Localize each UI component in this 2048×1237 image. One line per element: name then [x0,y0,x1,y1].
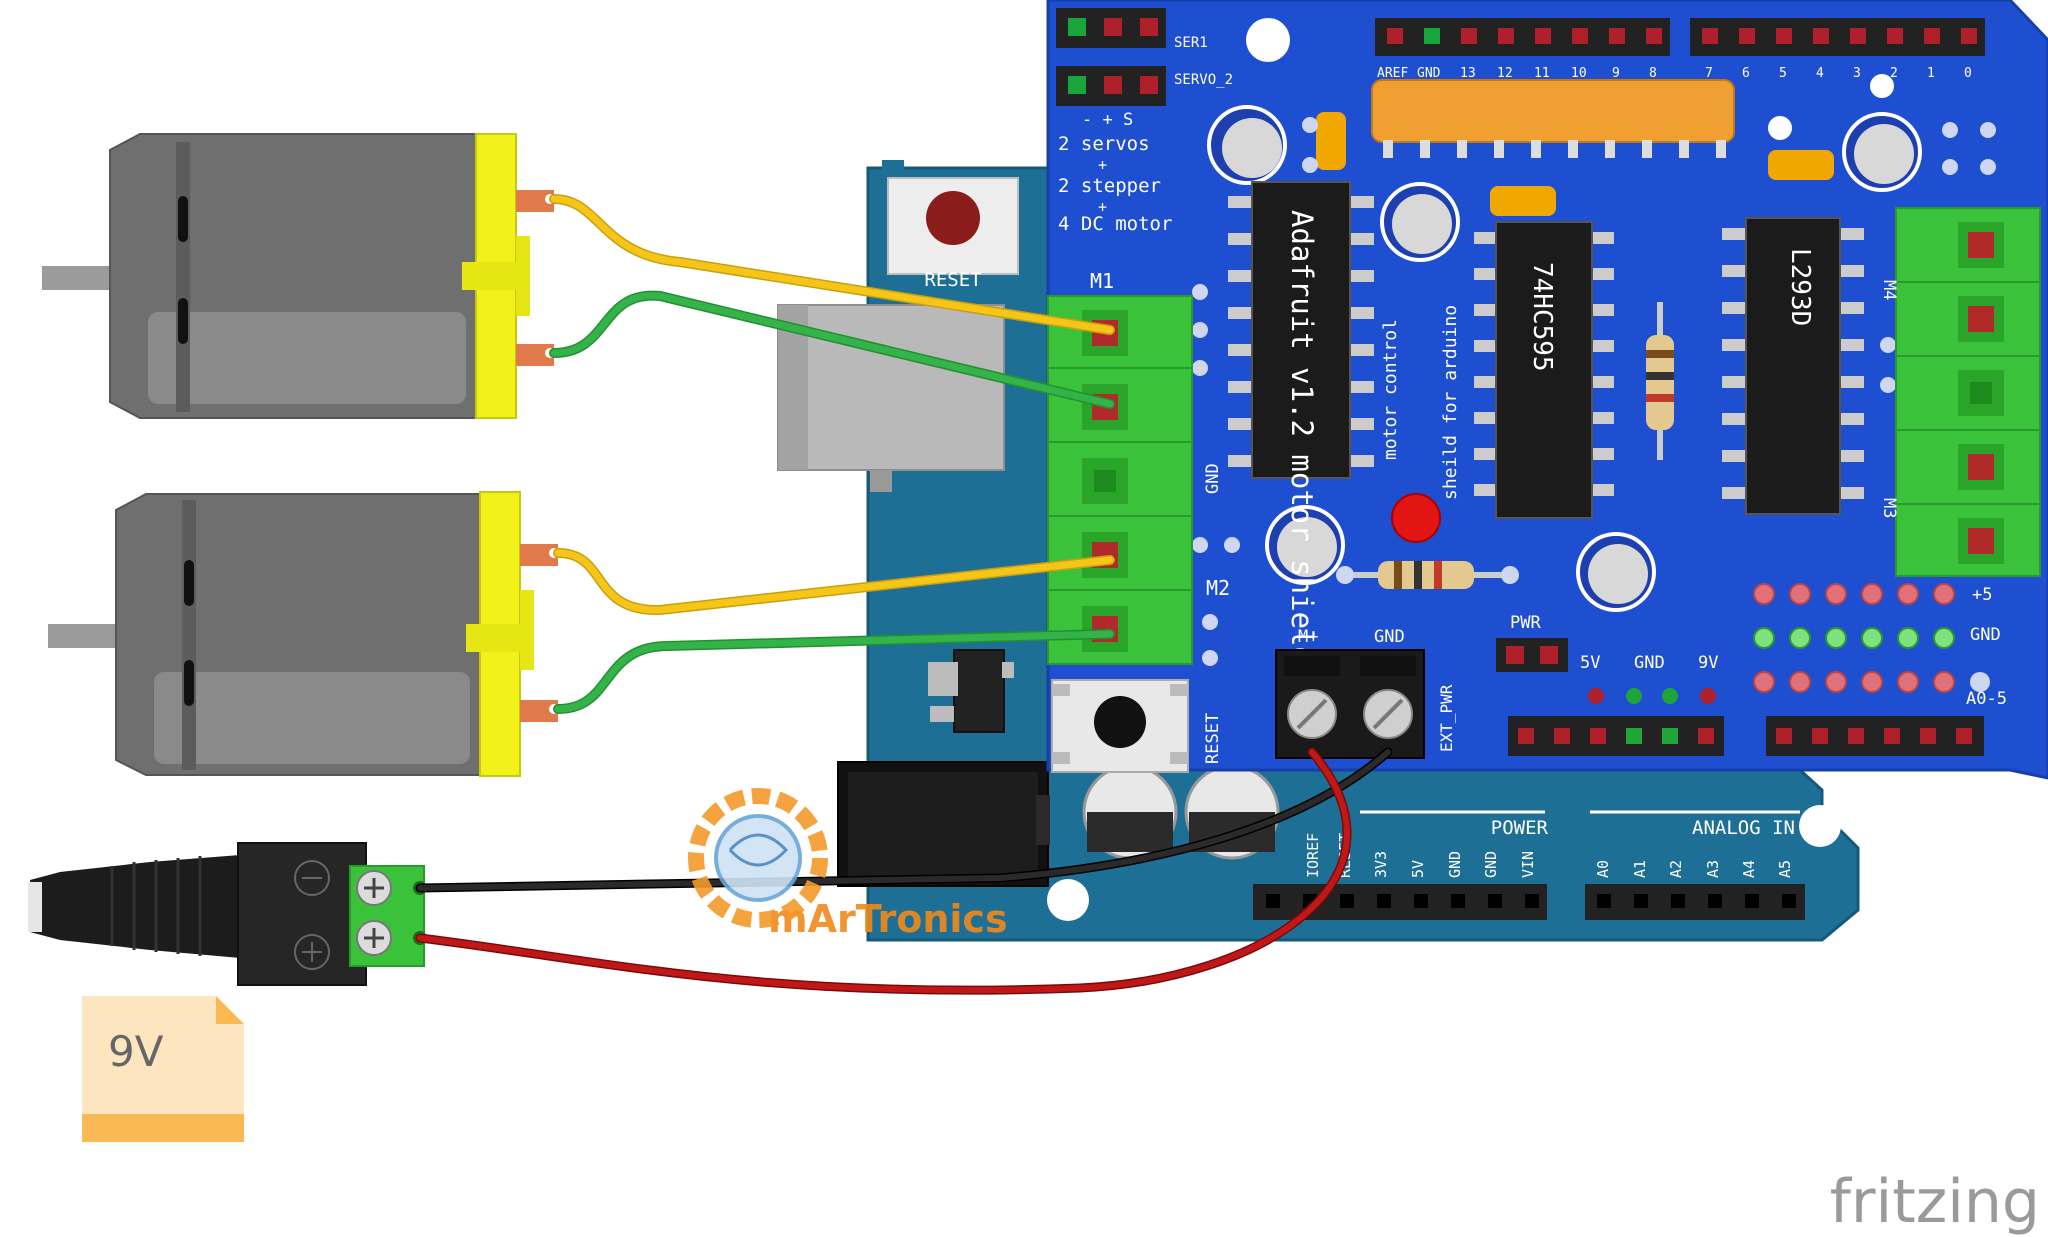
chip-l293d-label: L293D [1785,248,1815,326]
gnd-label-left: GND [1203,463,1223,494]
m4-label: M4 [1879,280,1899,300]
terminal-block-m3-m4 [1895,207,2041,577]
shield-capacitors [1207,105,1922,612]
fritzing-brand: fritzing [1830,1167,2040,1237]
chip-74hc595 [1474,221,1614,519]
svg-text:2: 2 [1890,66,1898,81]
power-pin-gnd2: GND [1482,851,1500,878]
board-subtitle-2: sheild for arduino [1440,305,1461,500]
servo-headers [1056,8,1166,106]
svg-text:12: 12 [1497,66,1513,81]
shield-reset-label: RESET [1203,713,1223,764]
dc-motor-1 [42,133,555,419]
caption-line3: 4 DC motor [1058,213,1172,235]
power-pin-gnd1: GND [1446,851,1464,878]
power-header-sockets [1253,884,1547,920]
analog-pin-a2: A2 [1667,860,1685,878]
battery-label: 9V [108,1027,164,1076]
wires [415,194,1393,995]
chip-adafruit-motor-driver [1228,181,1374,479]
svg-text:13: 13 [1460,66,1476,81]
analog-pin-a5: A5 [1776,860,1794,878]
svg-text:1: 1 [1927,66,1935,81]
ceramic-cap-2 [1490,186,1556,216]
power-pin-3v3: 3V3 [1372,851,1390,878]
plus5-label: +5 [1972,585,1992,605]
svg-text:6: 6 [1742,66,1750,81]
svg-text:3: 3 [1853,66,1861,81]
svg-text:10: 10 [1571,66,1587,81]
rail-5v-label: 5V [1580,653,1600,673]
caption-plus1: + [1098,156,1107,174]
servo2-label: SERVO_2 [1174,72,1233,88]
watermark-text: mArTronics [768,897,1008,941]
arduino-reset-label: RESET [924,269,981,291]
ext-power-terminal [1275,649,1425,759]
analog-pin-a0: A0 [1594,860,1612,878]
board-subtitle-1: motor control [1380,319,1401,460]
svg-text:9: 9 [1612,66,1620,81]
caption-line1: 2 servos [1058,133,1150,155]
svg-text:AREF: AREF [1377,66,1408,81]
power-pin-vin: VIN [1519,851,1537,878]
analog-breakout-pins [1753,583,1990,756]
rail-9v-label: 9V [1698,653,1718,673]
board-title: Adafruit v1.2 motor shield [1285,210,1319,664]
pwr-label: PWR [1510,613,1541,633]
servo-polarity-label: - + S [1082,110,1133,130]
analog-pin-a3: A3 [1704,860,1722,878]
svg-text:0: 0 [1964,66,1972,81]
resistor-horizontal [1336,561,1519,589]
analog-header-sockets [1585,884,1805,920]
svg-text:4: 4 [1816,66,1824,81]
ext-pwr-label: EXT_PWR [1437,684,1456,752]
caption-line2: 2 stepper [1058,175,1161,197]
gnd-right-label: GND [1970,625,2001,645]
resistor-network [1371,79,1735,158]
svg-text:11: 11 [1534,66,1550,81]
martronics-watermark: mArTronics [688,788,1008,941]
power-rail-pins [1508,688,1724,756]
analog-pin-a1: A1 [1631,860,1649,878]
analog-pin-a4: A4 [1740,860,1758,878]
m3-label: M3 [1879,498,1899,518]
svg-text:5: 5 [1779,66,1787,81]
caption-plus2: + [1098,198,1107,216]
chip-l293d [1722,217,1864,515]
terminal-block-m1-m2 [1047,295,1193,665]
voltage-regulator [953,649,1005,733]
svg-text:GND: GND [1417,66,1441,81]
power-led [1391,493,1441,543]
digital-header [1375,18,1985,56]
svg-text:7: 7 [1705,66,1713,81]
analog-header-label: ANALOG IN [1692,817,1795,839]
arduino-capacitors [1082,764,1280,860]
m1-label: M1 [1090,269,1114,293]
power-header-label: POWER [1491,817,1549,839]
rail-gnd-label: GND [1634,653,1665,673]
chip-74hc595-label: 74HC595 [1527,262,1557,372]
m2-label: M2 [1206,576,1230,600]
power-pin-ioref: IOREF [1304,833,1322,878]
pwr-jumper[interactable] [1496,638,1568,672]
dc-jack-adapter [28,842,427,986]
shield-reset-button[interactable] [1051,679,1189,773]
svg-text:8: 8 [1649,66,1657,81]
a05-label: A0-5 [1966,689,2007,709]
ceramic-cap-1 [1316,112,1346,170]
resistor-vertical [1646,302,1674,460]
battery-note: 9V [82,996,244,1142]
motor-shield: SER1 SERVO_2 - + S 2 servos + 2 stepper … [1046,0,2048,780]
gnd-label-ext: GND [1374,627,1405,647]
digital-pin-labels: AREF GND 13 12 11 10 9 8 7 6 5 4 3 2 1 0 [1377,66,1972,81]
power-pin-5v: 5V [1409,860,1427,878]
ser1-label: SER1 [1174,35,1208,51]
m-plus-label: M+ [1298,627,1318,647]
ceramic-cap-3 [1768,150,1834,180]
dc-motor-2 [48,491,559,777]
